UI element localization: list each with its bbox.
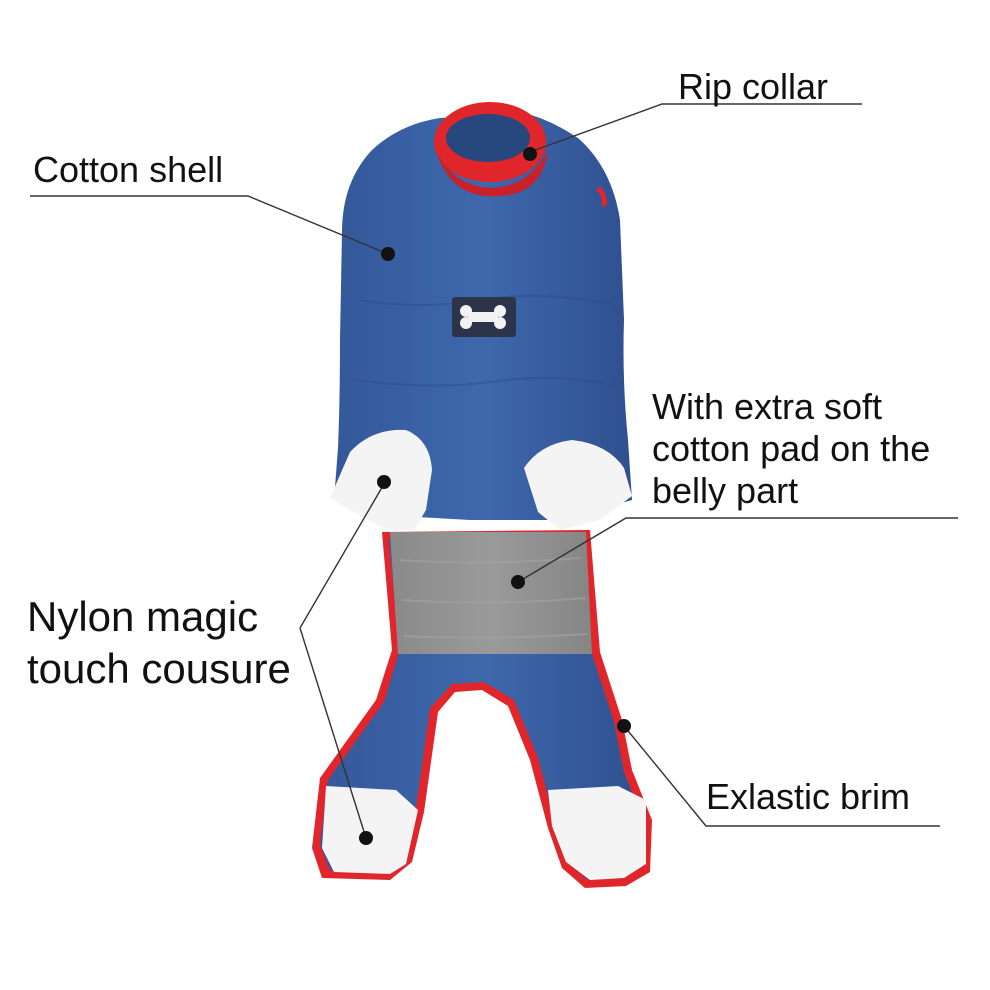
elastic-brim-dot [617,719,631,733]
rib-collar-front [436,150,548,197]
leader-lines [30,103,958,839]
belly-pad-label-line1: With extra soft [652,386,883,427]
closure-label: Nylon magic touch cousure [27,591,291,695]
callout-dots [359,147,631,845]
rip-collar-dot [523,147,537,161]
closure-label-line1: Nylon magic [27,593,259,640]
belly-pad-dot [511,575,525,589]
belly-pad-label-line3: belly part [652,470,799,511]
closure-bottom-dot [359,831,373,845]
rip-collar-label: Rip collar [678,66,829,107]
bone-icon [460,305,506,329]
shell-section [330,102,632,530]
elastic-brim-label: Exlastic brim [706,776,911,817]
elastic-brim-leader [623,725,940,827]
leg-section [312,530,652,888]
closure-leader-bottom [299,627,367,839]
shell-side-seam [596,186,607,207]
closure-label-line2: touch cousure [27,645,291,692]
right-leg-white-tab [548,786,646,880]
left-leg-white-tab [322,786,418,874]
closure-top-dot [377,475,391,489]
belly-pad-label-line2: cotton pad on the [652,428,931,469]
cotton-shell-label: Cotton shell [33,149,224,190]
cotton-shell-dot [381,247,395,261]
right-velcro-tab [524,440,632,530]
belly-pad-leader [517,517,958,583]
belly-pad-label: With extra soft cotton pad on the belly … [652,386,930,512]
rip-collar-leader [529,103,862,153]
closure-leader-top [299,483,385,629]
cotton-shell-leader [30,195,389,255]
rib-collar-inner [446,114,530,162]
